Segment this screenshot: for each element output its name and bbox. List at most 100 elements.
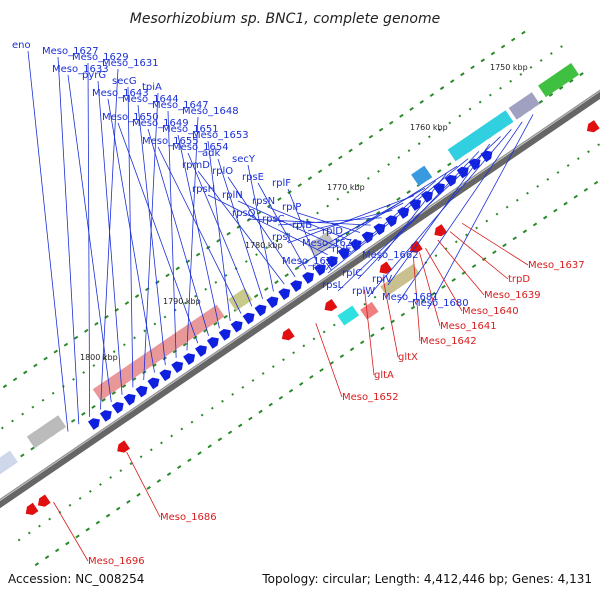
tick-mark: [153, 322, 157, 326]
reverse-gene-label: Meso_1640: [462, 306, 519, 317]
tick-mark: [231, 392, 235, 396]
forward-gene-label: rpsJ: [272, 232, 291, 243]
forward-gene-label: Meso_1670: [302, 238, 359, 249]
forward-gene-arrow: [183, 353, 196, 365]
tick-mark: [213, 321, 218, 326]
forward-gene-arrow: [159, 369, 172, 382]
forward-gene-label: Meso_1633: [52, 64, 109, 75]
tick-mark: [307, 176, 313, 181]
tick-mark: [499, 86, 502, 90]
tick-mark: [558, 86, 564, 90]
tick-mark: [302, 344, 306, 348]
reverse-label-leader: [419, 252, 441, 327]
forward-label-leader: [57, 56, 80, 425]
tick-mark: [336, 197, 340, 201]
topology-text: Topology: circular; Length: 4,412,446 bp…: [262, 572, 592, 586]
tick-mark: [268, 402, 273, 407]
forward-gene-arrow: [171, 361, 184, 374]
tick-mark: [226, 231, 231, 236]
forward-label-leader: [177, 134, 220, 329]
tick-mark: [576, 157, 580, 161]
annotation-block: [307, 231, 336, 257]
tick-mark: [500, 44, 506, 49]
tick-mark: [511, 37, 516, 42]
forward-gene-arrow: [135, 385, 148, 398]
tick-mark: [542, 215, 548, 220]
reverse-annotation-block: [360, 301, 379, 320]
tick-mark: [298, 381, 304, 386]
tick-mark: [85, 527, 90, 532]
tick-mark: [339, 354, 345, 359]
tick-mark: [275, 239, 279, 243]
reverse-label-leader: [364, 289, 375, 376]
forward-gene-label: rpsL: [322, 280, 344, 291]
tick-mark: [349, 347, 355, 352]
forward-label-leader: [247, 164, 274, 292]
scale-label: 1770 kbp: [327, 183, 365, 192]
reverse-gene-arrow: [434, 224, 448, 237]
tick-mark: [255, 253, 258, 256]
tick-mark: [447, 162, 452, 167]
tick-mark: [579, 72, 584, 77]
forward-label-leader: [297, 165, 458, 268]
tick-mark: [20, 453, 25, 458]
forward-gene-arrow: [480, 150, 493, 163]
forward-gene-label: rplD: [322, 226, 343, 237]
tick-mark: [563, 201, 568, 206]
forward-label-leader: [347, 180, 436, 256]
forward-label-leader: [187, 152, 253, 307]
forward-label-leader: [207, 194, 328, 255]
forward-gene-label: rplE: [332, 244, 352, 255]
tick-mark: [548, 92, 554, 97]
tick-mark: [346, 190, 350, 194]
forward-gene-label: Meso_1653: [192, 130, 249, 141]
reverse-label-leader: [461, 222, 529, 266]
scale-label: 1760 kbp: [410, 123, 448, 132]
forward-label-leader: [117, 122, 199, 344]
reverse-label-leader: [315, 322, 343, 398]
reverse-label-leader: [126, 451, 161, 518]
tick-mark: [410, 305, 416, 310]
accession-text: Accession: NC_008254: [8, 572, 145, 586]
tick-mark: [221, 399, 224, 403]
gene-labels: enoMeso_1627Meso_1629Meso_1631Meso_1633p…: [12, 40, 585, 567]
tick-mark: [539, 59, 543, 62]
tick-mark: [91, 404, 96, 409]
tick-mark: [121, 384, 127, 389]
tick-mark: [597, 143, 600, 147]
forward-gene-label: rplO: [212, 166, 233, 177]
forward-label-leader: [107, 98, 155, 373]
reverse-annotation-block: [337, 305, 360, 326]
tick-mark: [133, 336, 136, 340]
tick-mark: [75, 534, 80, 539]
tick-mark: [389, 120, 394, 125]
tick-mark: [345, 231, 350, 236]
tick-mark: [109, 476, 113, 479]
tick-mark: [38, 524, 41, 528]
tick-mark: [112, 350, 116, 354]
tick-mark: [134, 294, 140, 299]
tick-mark: [417, 142, 421, 146]
tick-mark: [214, 280, 218, 284]
tick-mark: [170, 434, 174, 438]
tick-mark: [387, 163, 391, 166]
reverse-label-leader: [449, 231, 509, 280]
tick-mark: [48, 517, 52, 521]
tick-mark: [512, 236, 517, 241]
forward-gene-label: Meso_1655: [142, 136, 199, 147]
annotation-block: [508, 92, 540, 120]
forward-gene-arrow: [99, 410, 112, 422]
tick-mark: [566, 164, 570, 167]
tick-mark: [519, 72, 523, 76]
forward-gene-label: secG: [112, 76, 137, 87]
forward-gene-arrow: [361, 231, 374, 244]
tick-mark: [264, 287, 269, 292]
forward-gene-arrow: [314, 264, 326, 276]
forward-gene-label: secY: [232, 154, 256, 165]
forward-gene-arrow: [290, 280, 303, 292]
forward-label-leader: [397, 121, 523, 304]
tick-mark: [335, 238, 340, 243]
forward-gene-arrow: [242, 312, 255, 325]
tick-mark: [27, 531, 31, 535]
tick-mark: [192, 335, 198, 340]
